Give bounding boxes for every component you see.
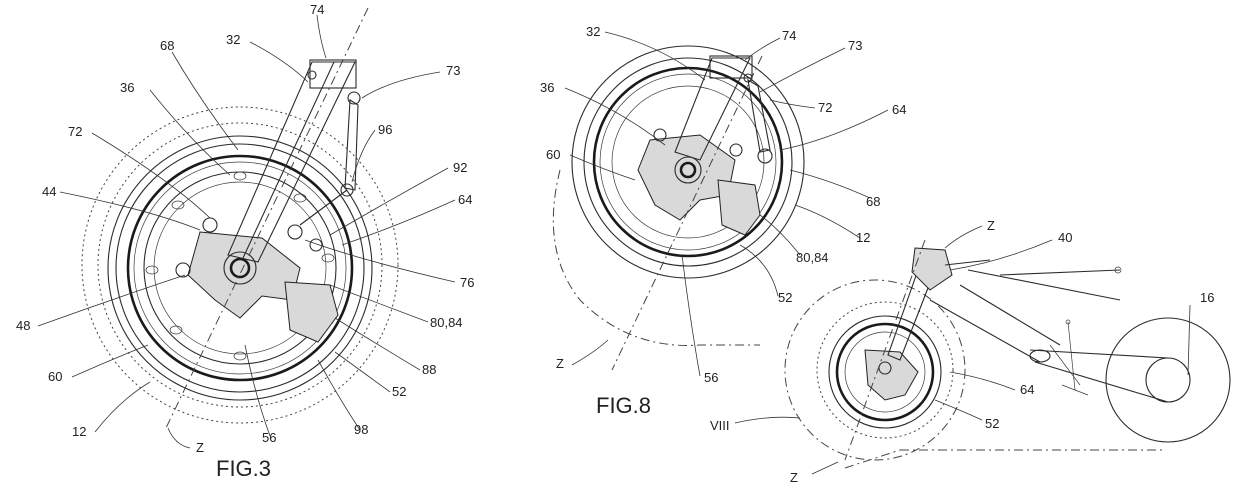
fig8-drawing (552, 45, 805, 371)
label-98: 98 (354, 422, 368, 437)
label-64: 64 (1020, 382, 1034, 397)
label-68: 68 (866, 194, 880, 209)
label-16: 16 (1200, 290, 1214, 305)
label-40: 40 (1058, 230, 1072, 245)
label-32: 32 (226, 32, 240, 47)
fig3-caption: FIG.3 (216, 456, 271, 481)
label-44: 44 (42, 184, 56, 199)
overview-leaders (734, 225, 1191, 475)
fig8-caption: FIG.8 (596, 393, 651, 418)
label-60: 60 (48, 369, 62, 384)
label-36: 36 (120, 80, 134, 95)
label-12: 12 (72, 424, 86, 439)
label-68: 68 (160, 38, 174, 53)
label-76: 76 (460, 275, 474, 290)
fig3-drawing (81, 7, 399, 431)
label-80-84: 80,84 (430, 315, 463, 330)
label-52: 52 (985, 416, 999, 431)
label-56: 56 (704, 370, 718, 385)
label-72: 72 (818, 100, 832, 115)
overview-reference-labels: Z 40 16 64 VIII 52 Z (710, 218, 1214, 485)
label-52: 52 (778, 290, 792, 305)
fig8-reference-labels: 32 74 73 36 72 64 60 68 12 80,84 52 56 Z (540, 24, 906, 385)
fig3-leaders (37, 14, 456, 449)
label-z-bottom: Z (790, 470, 798, 485)
label-z-fig3: Z (196, 440, 204, 455)
label-36: 36 (540, 80, 554, 95)
label-73: 73 (848, 38, 862, 53)
label-64: 64 (458, 192, 472, 207)
label-74: 74 (782, 28, 796, 43)
vehicle-overview-drawing (784, 239, 1231, 469)
label-z-overview: Z (987, 218, 995, 233)
label-viii: VIII (710, 418, 730, 433)
fig3-reference-labels: 74 32 68 73 36 96 72 92 44 64 76 80,84 4… (16, 2, 474, 455)
label-73: 73 (446, 63, 460, 78)
label-72: 72 (68, 124, 82, 139)
label-88: 88 (422, 362, 436, 377)
label-32: 32 (586, 24, 600, 39)
label-z-fig8: Z (556, 356, 564, 371)
fig8-leaders (564, 31, 889, 377)
label-48: 48 (16, 318, 30, 333)
label-52: 52 (392, 384, 406, 399)
label-64: 64 (892, 102, 906, 117)
label-80-84: 80,84 (796, 250, 829, 265)
label-92: 92 (453, 160, 467, 175)
label-74: 74 (310, 2, 324, 17)
label-96: 96 (378, 122, 392, 137)
label-12: 12 (856, 230, 870, 245)
label-56: 56 (262, 430, 276, 445)
label-60: 60 (546, 147, 560, 162)
